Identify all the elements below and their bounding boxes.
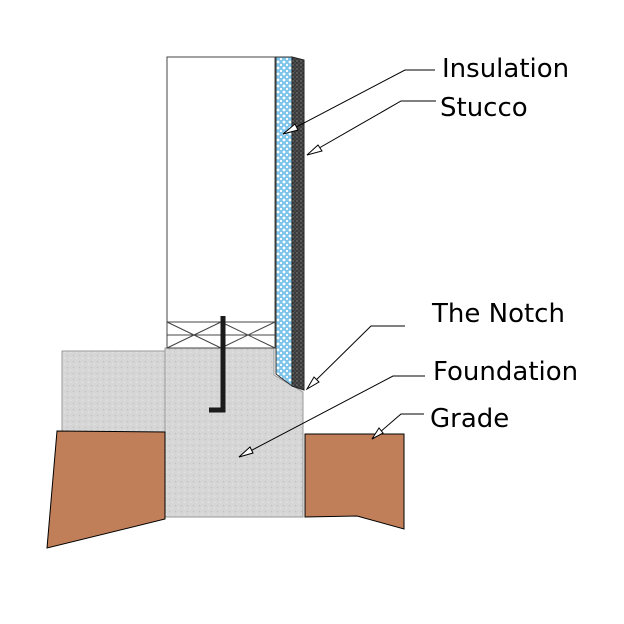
label-foundation: Foundation	[433, 357, 578, 387]
grade-soil-right	[304, 433, 405, 530]
foundation-leader	[238, 375, 425, 458]
label-the-notch: The Notch	[431, 299, 565, 329]
insulation-arrowhead	[282, 123, 299, 135]
stucco-arrowhead	[306, 144, 323, 156]
anchor-bolt	[209, 316, 226, 413]
left-slab	[61, 350, 166, 434]
grade-arrowhead	[371, 427, 384, 440]
notch-arrowhead	[305, 376, 320, 391]
label-grade: Grade	[430, 404, 509, 434]
stucco-leader	[306, 100, 436, 156]
stucco-layer	[291, 56, 305, 391]
insulation-leader	[282, 69, 435, 135]
wall-stud	[166, 56, 276, 323]
insulation-board	[275, 56, 293, 387]
foundation-arrowhead	[238, 446, 254, 458]
label-insulation: Insulation	[442, 54, 569, 84]
grade-soil-left	[46, 430, 166, 549]
label-stucco: Stucco	[440, 93, 528, 123]
notch-leader	[306, 325, 405, 390]
